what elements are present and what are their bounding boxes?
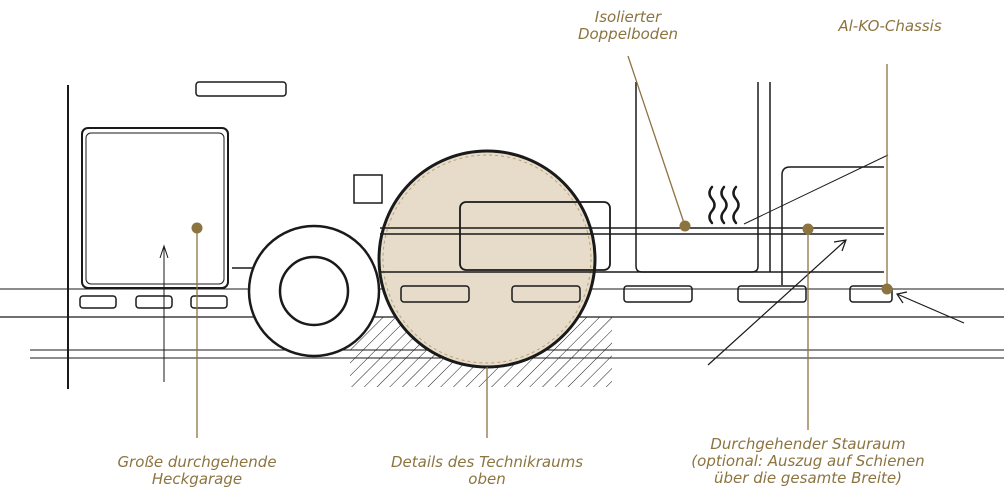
upper-window [195, 81, 287, 97]
mid-hatch-2 [511, 285, 581, 303]
chassis-arrow-head [896, 291, 908, 304]
front-hatch-1 [623, 285, 693, 303]
label-stauraum: Durchgehender Stauraum (optional: Auszug… [648, 436, 968, 487]
label-al-ko-chassis: Al-KO-Chassis [800, 18, 980, 35]
label-line: über die gesamte Breite) [714, 469, 902, 487]
diagonal-line-lower [707, 239, 847, 366]
technikraum-dashed-ring [382, 154, 592, 364]
label-line: Isolierter [594, 8, 662, 26]
dot-heckgarage [191, 222, 203, 234]
front-hatch-3 [849, 285, 893, 303]
garage-hatch-1 [79, 295, 117, 309]
chassis-arrow-line [896, 293, 965, 324]
label-line: oben [468, 470, 506, 488]
entry-door [635, 82, 759, 273]
mid-panel [459, 201, 611, 271]
side-box [353, 174, 383, 204]
wheel [247, 224, 381, 358]
diagonal-arrow-head [833, 239, 847, 252]
label-line: (optional: Auszug auf Schienen [691, 452, 925, 470]
label-line: Doppelboden [577, 25, 679, 43]
label-line: Details des Technikraums [390, 453, 584, 471]
mid-hatch-1 [400, 285, 470, 303]
front-section [635, 82, 965, 366]
label-line: Al-KO-Chassis [838, 17, 942, 35]
dot-stauraum [802, 223, 814, 235]
label-isolierter-doppelboden: Isolierter Doppelboden [538, 9, 718, 43]
dot-chassis [881, 283, 893, 295]
garage-arrow-head [159, 244, 169, 259]
technikraum-highlight [379, 151, 595, 367]
heat-icon [708, 185, 740, 225]
garage-hatch-2 [135, 295, 173, 309]
garage-door [81, 127, 229, 289]
label-line: Große durchgehende [117, 453, 277, 471]
label-line: Heckgarage [151, 470, 243, 488]
garage-door-inner [85, 132, 225, 285]
callout-lines [196, 55, 888, 438]
leader-doppelboden [627, 55, 686, 227]
label-technikraum: Details des Technikraums oben [352, 454, 622, 488]
label-line: Durchgehender Stauraum [710, 435, 906, 453]
garage-hatch-3 [190, 295, 228, 309]
label-heckgarage: Große durchgehende Heckgarage [72, 454, 322, 488]
wheel-rim [278, 255, 350, 327]
technikraum-fill [379, 151, 595, 367]
front-window [781, 166, 884, 285]
mid-section [353, 174, 893, 303]
front-hatch-2 [737, 285, 807, 303]
dot-doppelboden [679, 220, 691, 232]
diagonal-line-upper [743, 154, 889, 225]
rear-section [67, 81, 287, 389]
callout-dots [191, 220, 893, 295]
